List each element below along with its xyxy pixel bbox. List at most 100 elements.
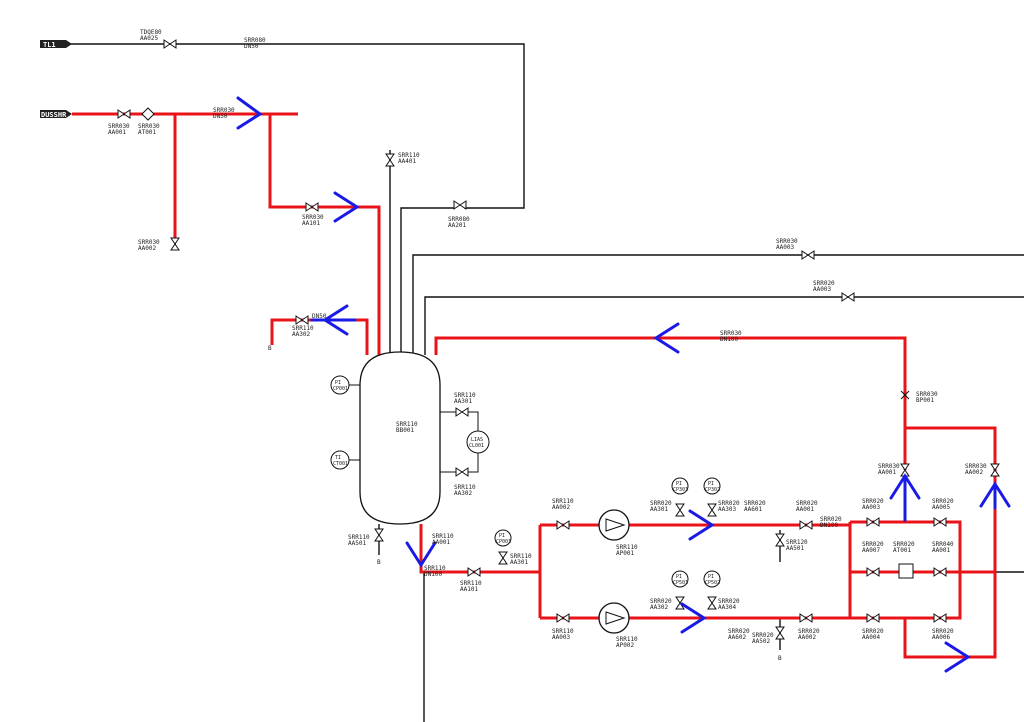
svg-text:PI: PI [708, 574, 714, 580]
svg-text:CP302: CP302 [705, 487, 720, 493]
valve-p1-out [799, 520, 813, 530]
valve-f1 [866, 517, 880, 527]
valve-feed [117, 109, 131, 119]
svg-text:B: B [268, 345, 272, 352]
valve-f3 [866, 567, 880, 577]
svg-text:B: B [377, 559, 381, 566]
valve-level-lower [455, 467, 469, 477]
valve-f2 [933, 517, 947, 527]
filter-f4[interactable] [898, 563, 914, 579]
valve-right-v2 [990, 463, 1000, 477]
feed-to-tank [268, 114, 381, 355]
valve-drain [170, 237, 180, 251]
valve-top [385, 153, 395, 167]
svg-text:CT001: CT001 [333, 461, 348, 467]
valve-p1-b [707, 503, 717, 517]
bypass-cross [900, 390, 910, 400]
pi-bubble[interactable]: PI CP001 [330, 375, 360, 395]
source-second: DUSSHR [40, 110, 72, 119]
svg-text:CP301: CP301 [673, 487, 688, 493]
filter-feed [141, 107, 155, 121]
svg-text:PI: PI [335, 380, 341, 386]
svg-text:PI: PI [676, 574, 682, 580]
arrow-recirc [653, 322, 680, 354]
recirc-split [903, 426, 997, 659]
red-lines [72, 112, 997, 659]
return-line-1 [412, 254, 1024, 355]
pump-ap002[interactable] [598, 602, 630, 634]
svg-text:TL1: TL1 [43, 41, 56, 49]
valves[interactable] [117, 39, 1000, 640]
arrow-feed [236, 96, 263, 130]
top-line [70, 43, 525, 209]
valve-return-1 [801, 250, 815, 260]
valve-return-2 [841, 292, 855, 302]
arrow-p2 [680, 602, 707, 634]
recirc-line [434, 336, 907, 470]
valve-level-upper [455, 407, 469, 417]
svg-text:CP501: CP501 [673, 580, 688, 586]
svg-text:PI: PI [676, 481, 682, 487]
valve-p2-a [675, 596, 685, 610]
pump-instruments[interactable] [494, 477, 721, 588]
valve-p2-out [799, 613, 813, 623]
svg-text:PI: PI [708, 481, 714, 487]
valve-p1-a [675, 503, 685, 517]
pump-ap001[interactable] [598, 509, 630, 541]
valve-press [498, 551, 508, 565]
tank-outlet [419, 524, 540, 574]
svg-text:CP001: CP001 [333, 386, 348, 392]
arrow-tank-outlet [405, 541, 437, 568]
valve-right-v1 [900, 463, 910, 477]
valve-vent [453, 200, 467, 210]
valve-p2-in [556, 613, 570, 623]
valve-f6 [866, 613, 880, 623]
arrow-tank-inlet [333, 191, 360, 223]
valve-p2-b [707, 596, 717, 610]
arrow-p1 [688, 509, 715, 541]
level-instrument[interactable]: LIAS CL001 [440, 411, 490, 473]
svg-text:TI: TI [335, 455, 341, 461]
valve-p1-drain [775, 533, 785, 547]
pump-instrument-text: PI CP301 PI CP302 PI CP501 PI CP502 PI C… [496, 481, 720, 586]
valve-p1-in [556, 520, 570, 530]
ti-bubble[interactable]: TI CT001 [330, 450, 360, 470]
valve-f7 [933, 613, 947, 623]
svg-text:CP001: CP001 [496, 539, 511, 545]
